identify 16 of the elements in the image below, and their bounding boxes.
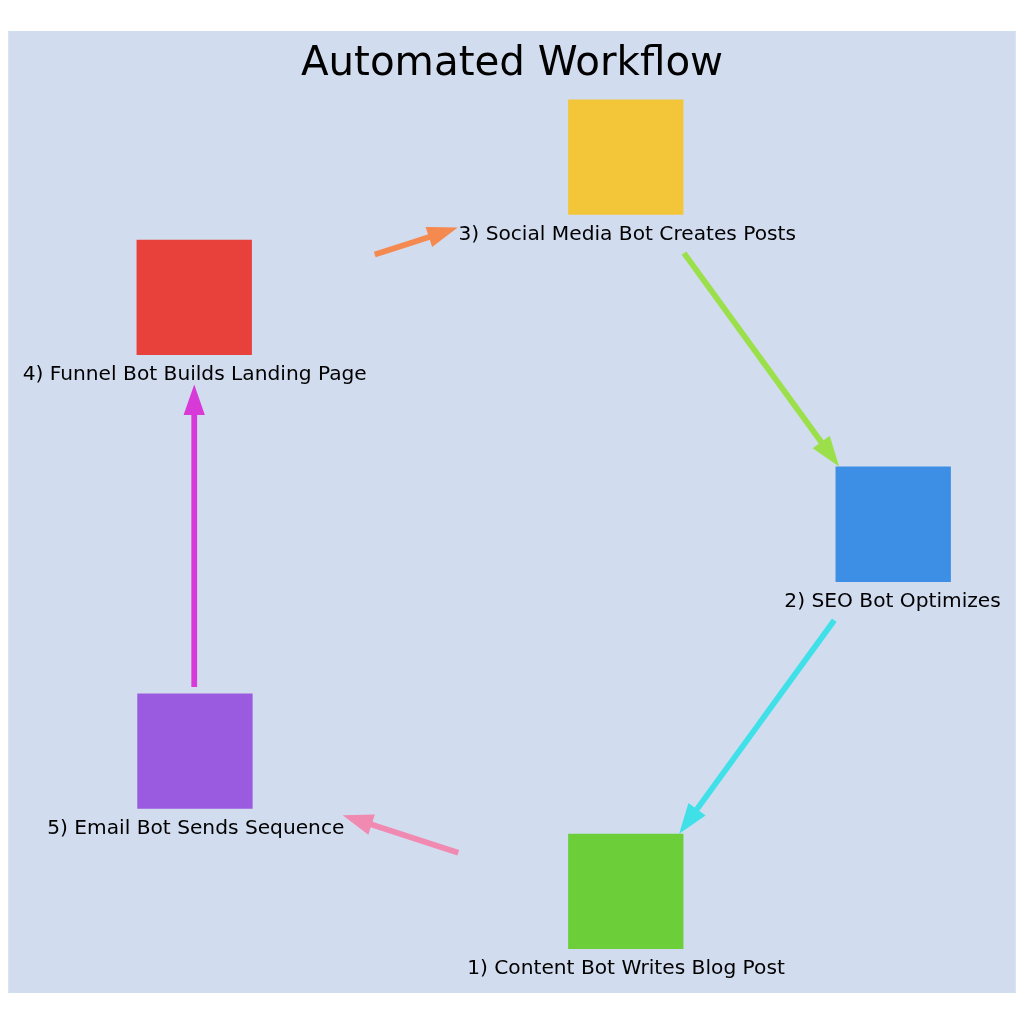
node-box (835, 466, 951, 582)
node-label: 5) Email Bot Sends Sequence (47, 814, 345, 839)
arrow (373, 226, 458, 258)
node-label: 1) Content Bot Writes Blog Post (467, 954, 785, 979)
node-box (136, 239, 252, 356)
node-box (137, 693, 253, 809)
arrow (183, 384, 205, 687)
node-box (568, 833, 684, 949)
arrow (679, 618, 837, 834)
node-label: 3) Social Media Bot Creates Posts (458, 220, 797, 245)
arrow (342, 814, 460, 856)
node-label: 2) SEO Bot Optimizes (784, 587, 1001, 612)
node-label: 4) Funnel Bot Builds Landing Page (22, 360, 367, 385)
node-box (568, 99, 684, 215)
arrow (681, 251, 840, 467)
diagram-title: Automated Workflow (300, 37, 724, 85)
